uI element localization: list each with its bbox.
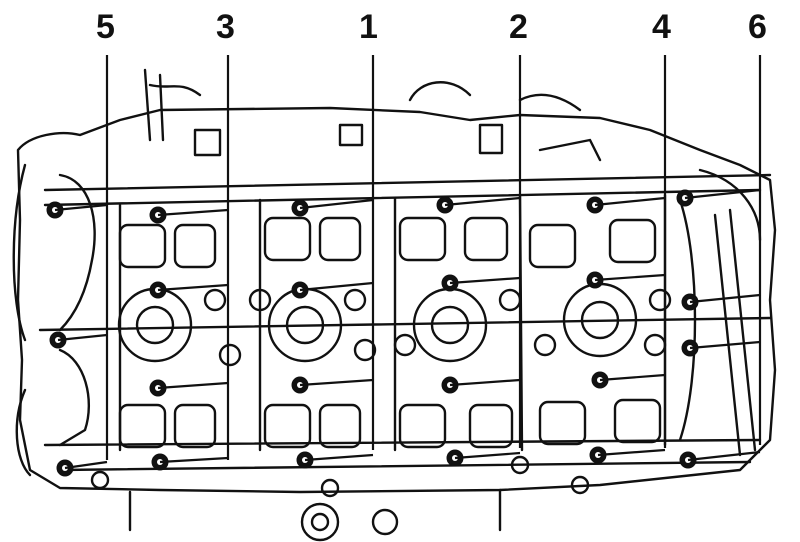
bolt-leader — [64, 460, 108, 470]
bolt-leader — [159, 456, 229, 464]
bolt-leader — [57, 333, 108, 342]
callout-3: 3 — [216, 8, 235, 46]
bolt-leader — [594, 196, 666, 207]
bolt-leader — [299, 198, 374, 210]
bolt-leader — [597, 448, 666, 457]
bolt-leader — [689, 340, 761, 350]
bolt-leader — [304, 453, 374, 462]
bolt-leader — [299, 378, 374, 387]
lower-camshaft — [118, 398, 662, 449]
bolt-leader — [444, 196, 521, 207]
callout-1: 1 — [359, 8, 378, 46]
bolt-leader — [157, 283, 229, 292]
leader-lines — [54, 55, 762, 470]
bolt-leader — [449, 378, 521, 387]
upper-camshaft — [118, 216, 657, 269]
bolt-leader — [299, 281, 374, 292]
bolts — [46, 189, 699, 477]
bolt-leader — [449, 276, 521, 285]
bolt-leader — [157, 208, 229, 217]
bolt-leader — [689, 293, 761, 304]
bolt-leader — [157, 381, 229, 390]
bolt-leader — [684, 188, 761, 200]
bolt-leader — [594, 273, 666, 282]
callout-5: 5 — [96, 8, 115, 46]
bolt-leader — [599, 373, 666, 382]
callout-6: 6 — [748, 8, 767, 46]
callout-2: 2 — [509, 8, 528, 46]
head-outline — [16, 106, 777, 494]
bolt-leader — [687, 450, 761, 462]
bolt-leader — [54, 203, 108, 212]
callout-4: 4 — [652, 8, 671, 46]
middle-gallery — [38, 316, 772, 332]
bolt-leader — [454, 451, 521, 460]
upper-rail — [43, 173, 772, 192]
